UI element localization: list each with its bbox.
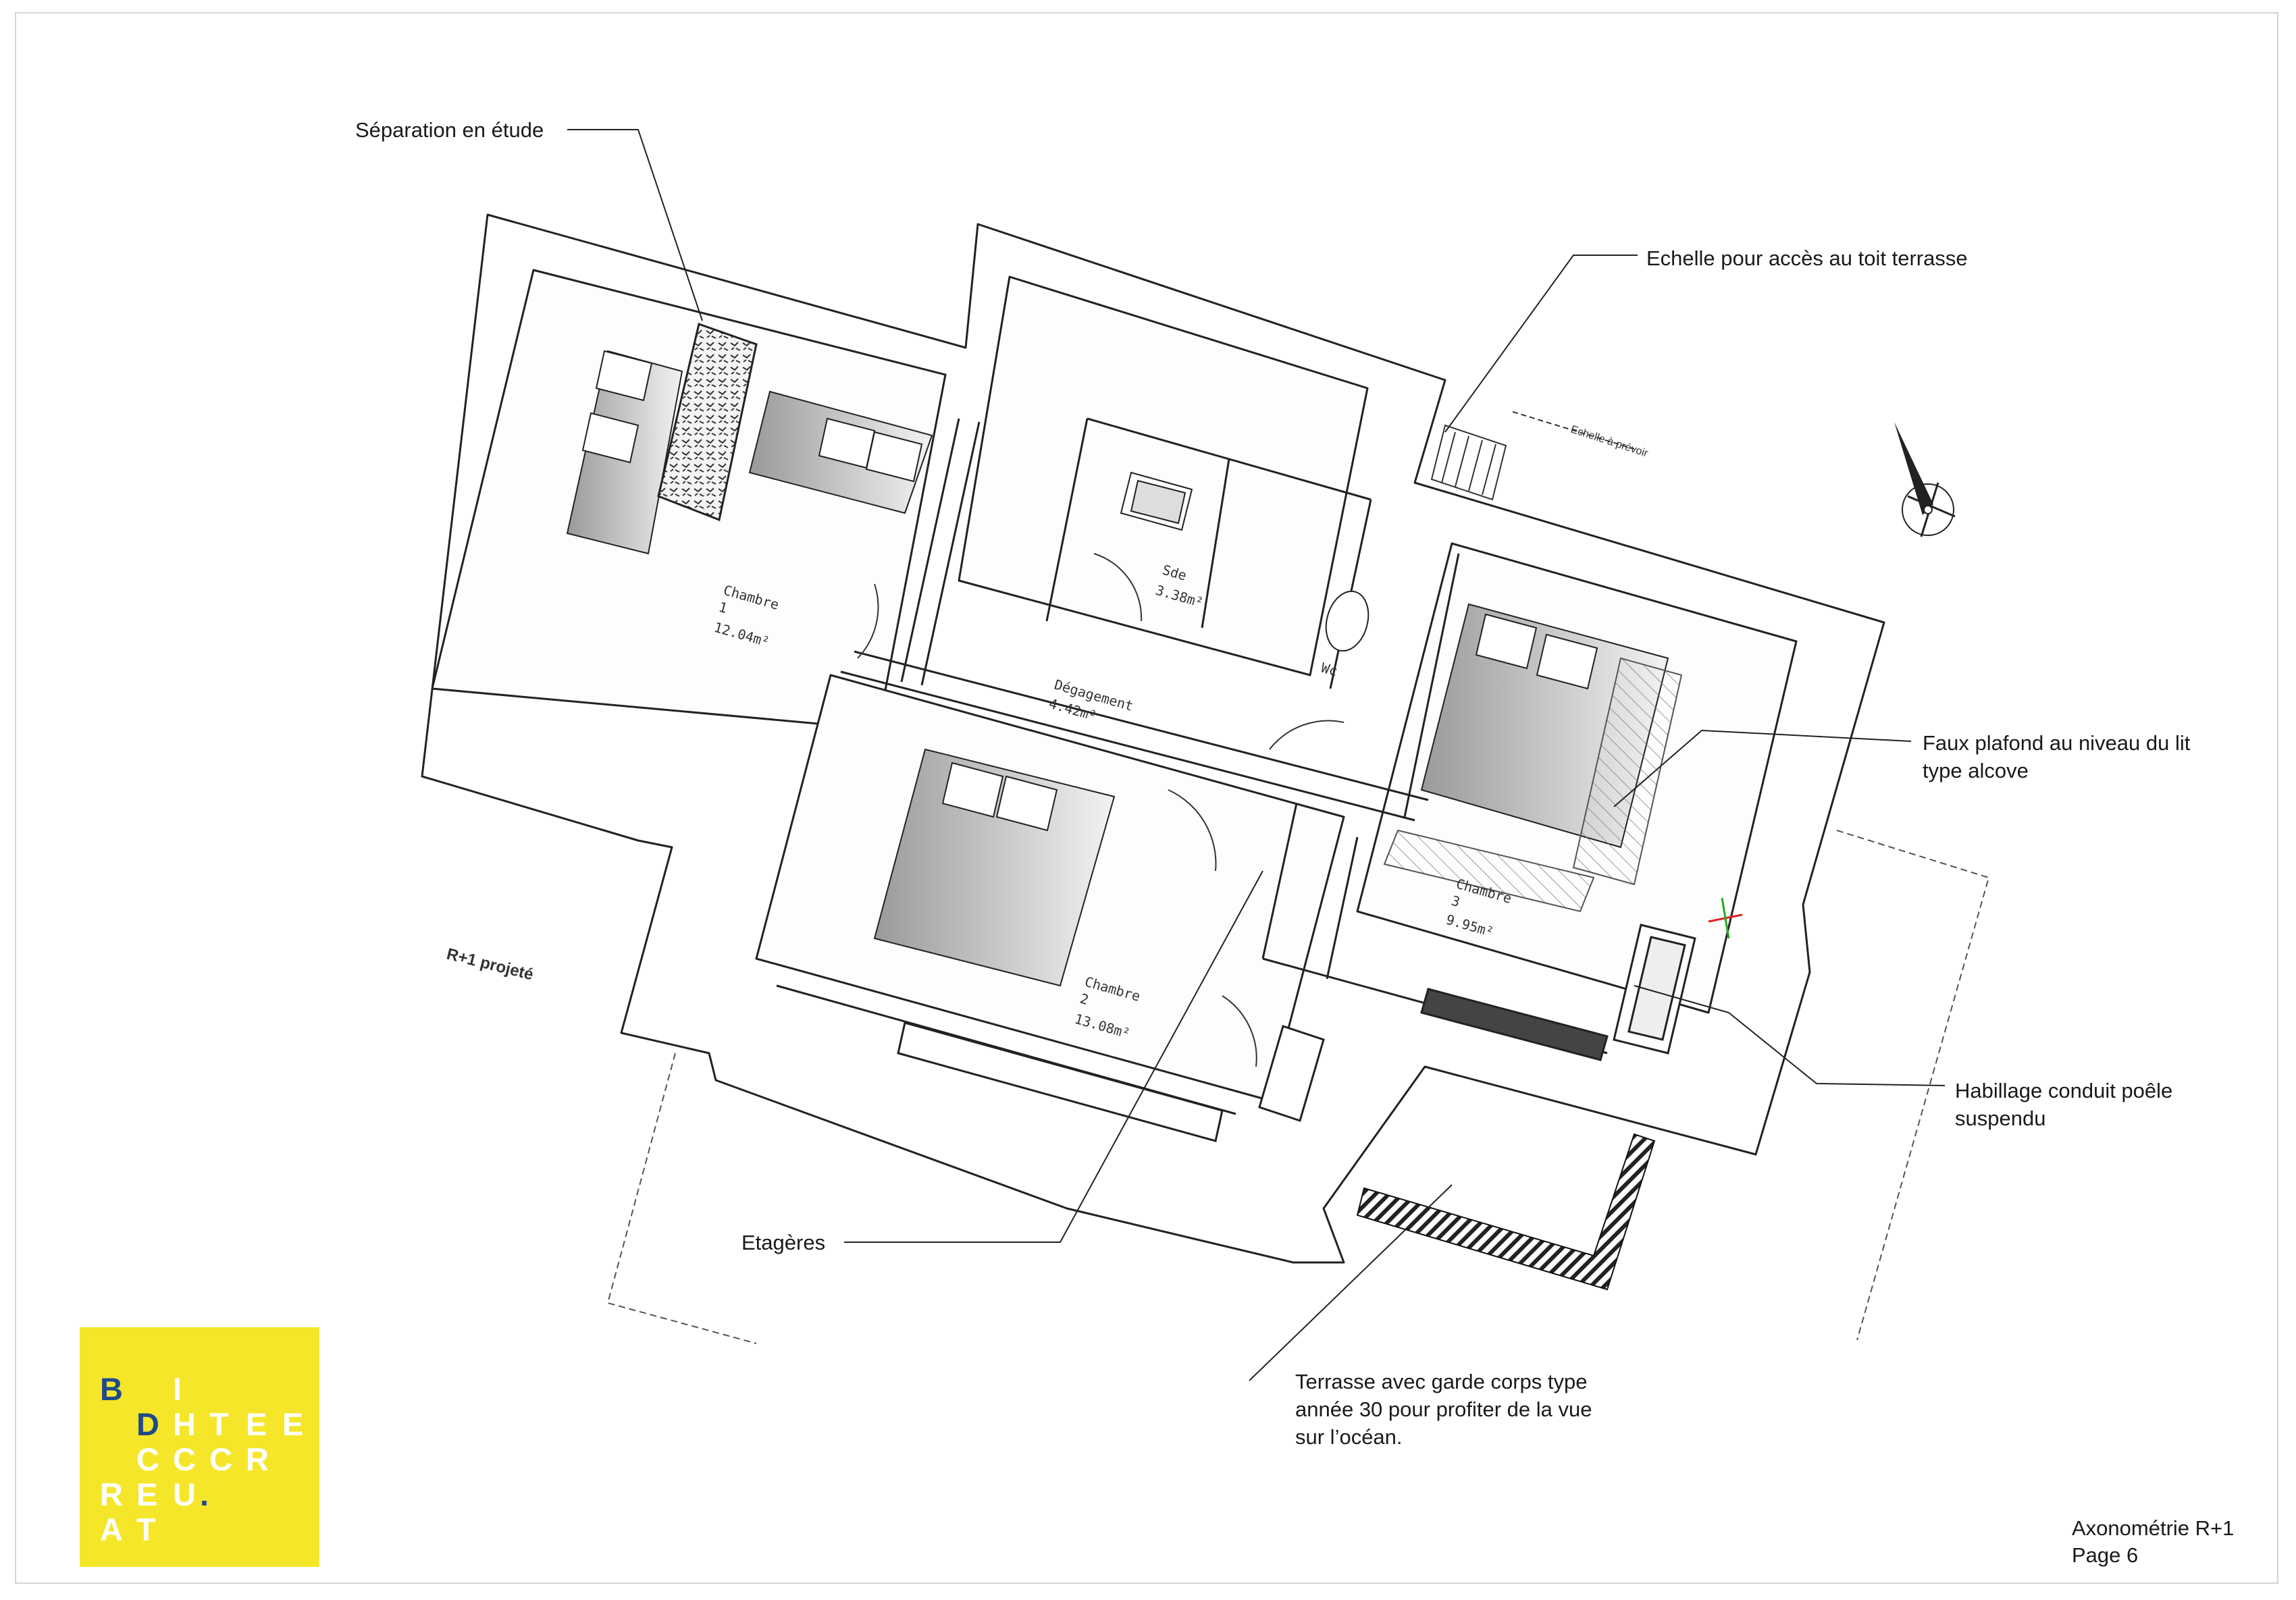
windows <box>897 988 1609 1142</box>
logo-letter: C <box>136 1441 159 1477</box>
logo-letter: H <box>173 1406 196 1442</box>
drawing-title: Axonométrie R+1 <box>2072 1516 2235 1540</box>
logo-letter: A <box>100 1512 123 1547</box>
axis-cross-icon <box>1708 897 1743 939</box>
logo-letter: E <box>246 1406 267 1442</box>
logo-letter: E <box>282 1406 304 1442</box>
logo-letter: R <box>100 1476 123 1512</box>
callout-etageres: Etagères <box>741 1231 826 1254</box>
logo-letter: . <box>200 1476 209 1512</box>
logo-letter: I <box>173 1371 182 1407</box>
page-footer: Axonométrie R+1 Page 6 <box>2072 1515 2234 1569</box>
bathroom-fixtures <box>1120 471 1369 652</box>
logo-letter: D <box>136 1406 159 1442</box>
callout-echelle: Echelle pour accès au toit terrasse <box>1646 246 1968 270</box>
callout-habillage: Habillage conduit poêle suspendu <box>1955 1079 2173 1130</box>
bed-chambre-2 <box>873 748 1116 987</box>
ladder-note: Echelle à prévoir <box>1569 424 1650 460</box>
logo-letter: E <box>136 1476 158 1512</box>
logo-letter: C <box>209 1441 232 1477</box>
logo-letter: U <box>173 1476 196 1512</box>
logo-letter: R <box>246 1441 269 1477</box>
page-frame <box>15 12 2278 1584</box>
callout-faux-plafond: Faux plafond au niveau du lit type alcov… <box>1923 731 2191 782</box>
logo-letter: T <box>136 1512 156 1547</box>
page-number: Page 6 <box>2072 1543 2139 1567</box>
north-arrow-icon <box>1894 422 1956 537</box>
logo-letter: C <box>173 1441 196 1477</box>
door-swings <box>857 553 1345 1067</box>
bed-chambre-3 <box>1383 603 1683 913</box>
terrace-railing <box>1356 1133 1656 1291</box>
ladder <box>1430 411 1635 501</box>
logo-letter: T <box>209 1406 229 1442</box>
bed-chambre-1 <box>566 350 933 555</box>
site-boundary <box>606 830 1990 1344</box>
callout-terrasse: Terrasse avec garde corps type année 30 … <box>1295 1370 1592 1449</box>
leader-lines <box>567 129 1946 1381</box>
level-label: R+1 projeté <box>445 945 536 984</box>
stove-flue <box>1613 924 1696 1055</box>
logo-letter: B <box>100 1371 123 1407</box>
separation-screen <box>657 323 758 522</box>
callout-separation: Séparation en étude <box>355 118 544 142</box>
